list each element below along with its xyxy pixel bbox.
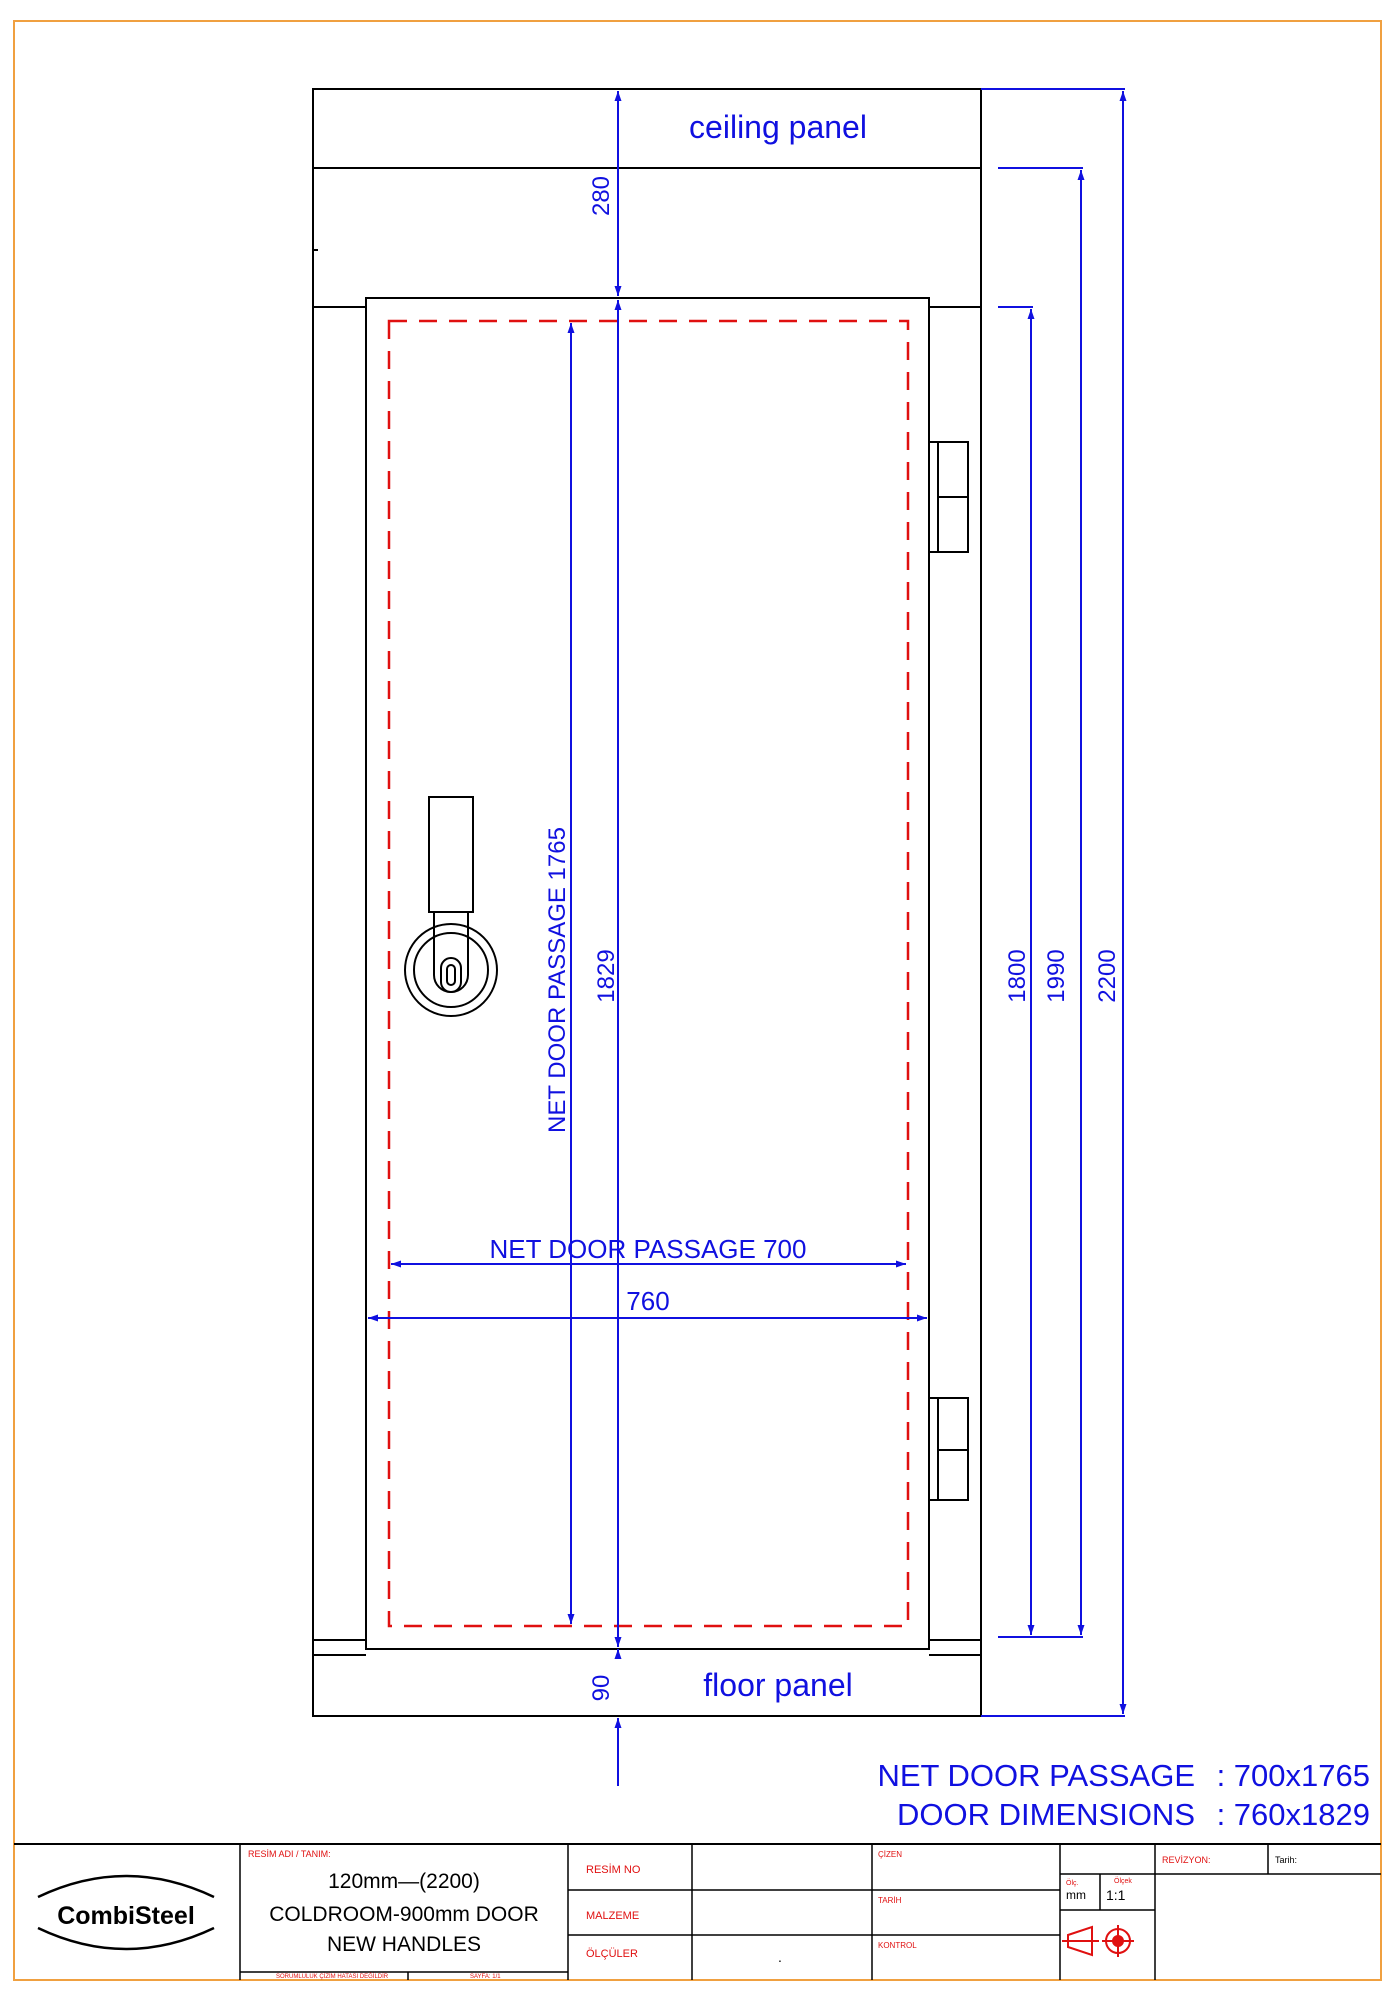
summary-net-value: : 700x1765 <box>1217 1758 1370 1793</box>
dim-1829-label: 1829 <box>593 949 620 1002</box>
floor-panel-label: floor panel <box>703 1667 852 1703</box>
kontrol-label: KONTROL <box>878 1941 917 1950</box>
dim-1990-label: 1990 <box>1043 949 1070 1002</box>
unit-label: Ölç. <box>1066 1879 1079 1887</box>
dot-mark: . <box>778 1949 782 1965</box>
dim-90-label: 90 <box>588 1675 615 1702</box>
scale-value: 1:1 <box>1106 1887 1126 1903</box>
net-passage-vertical-label: NET DOOR PASSAGE 1765 <box>544 827 571 1133</box>
dim-1800-label: 1800 <box>1004 949 1031 1002</box>
resim-no-label: RESİM NO <box>586 1863 641 1876</box>
combisteel-logo: CombiSteel <box>37 1874 215 1951</box>
door-leaf <box>365 297 930 1650</box>
tarih-label-1: TARİH <box>878 1896 902 1905</box>
unit-value: mm <box>1066 1888 1086 1902</box>
net-passage-horizontal-label: NET DOOR PASSAGE 700 <box>490 1234 807 1264</box>
drawing-title-line-3: NEW HANDLES <box>327 1933 481 1956</box>
tarih-label-2: Tarih: <box>1275 1855 1297 1865</box>
scale-label: Ölçek <box>1114 1877 1132 1885</box>
dim-2200-label: 2200 <box>1094 949 1121 1002</box>
dim-280-label: 280 <box>588 176 615 216</box>
revizyon-label: REVİZYON: <box>1162 1855 1211 1865</box>
summary-door-value: : 760x1829 <box>1217 1797 1370 1832</box>
net-passage-outline <box>387 319 910 1628</box>
projection-symbol-icon <box>1062 1925 1134 1957</box>
summary-door-label: DOOR DIMENSIONS <box>897 1797 1195 1832</box>
door-assembly <box>312 88 982 1717</box>
ceiling-panel-label: ceiling panel <box>689 109 867 145</box>
summary-net-label: NET DOOR PASSAGE <box>877 1758 1195 1793</box>
resim-adi-label: RESİM ADI / TANIM: <box>248 1849 331 1859</box>
wall-outline <box>312 88 982 1717</box>
cizen-label: ÇİZEN <box>878 1850 902 1859</box>
dimension-lines <box>368 88 1127 1786</box>
drawing-title-line-2: COLDROOM-900mm DOOR <box>269 1903 539 1926</box>
olculer-label: ÖLÇÜLER <box>586 1948 638 1960</box>
sheet-border <box>13 20 1382 1981</box>
door-handle-icon <box>404 796 498 1017</box>
dim-760-label: 760 <box>626 1286 669 1316</box>
malzeme-label: MALZEME <box>586 1910 639 1922</box>
fine-print-left: SORUMLULUK ÇİZİM HATASI DEĞİLDİR <box>276 1973 389 1980</box>
drawing-title-line-1: 120mm—(2200) <box>328 1870 480 1893</box>
logo-text: CombiSteel <box>57 1902 195 1930</box>
title-block <box>14 1843 1381 1980</box>
fine-print-right: SAYFA: 1/1 <box>470 1974 501 1980</box>
